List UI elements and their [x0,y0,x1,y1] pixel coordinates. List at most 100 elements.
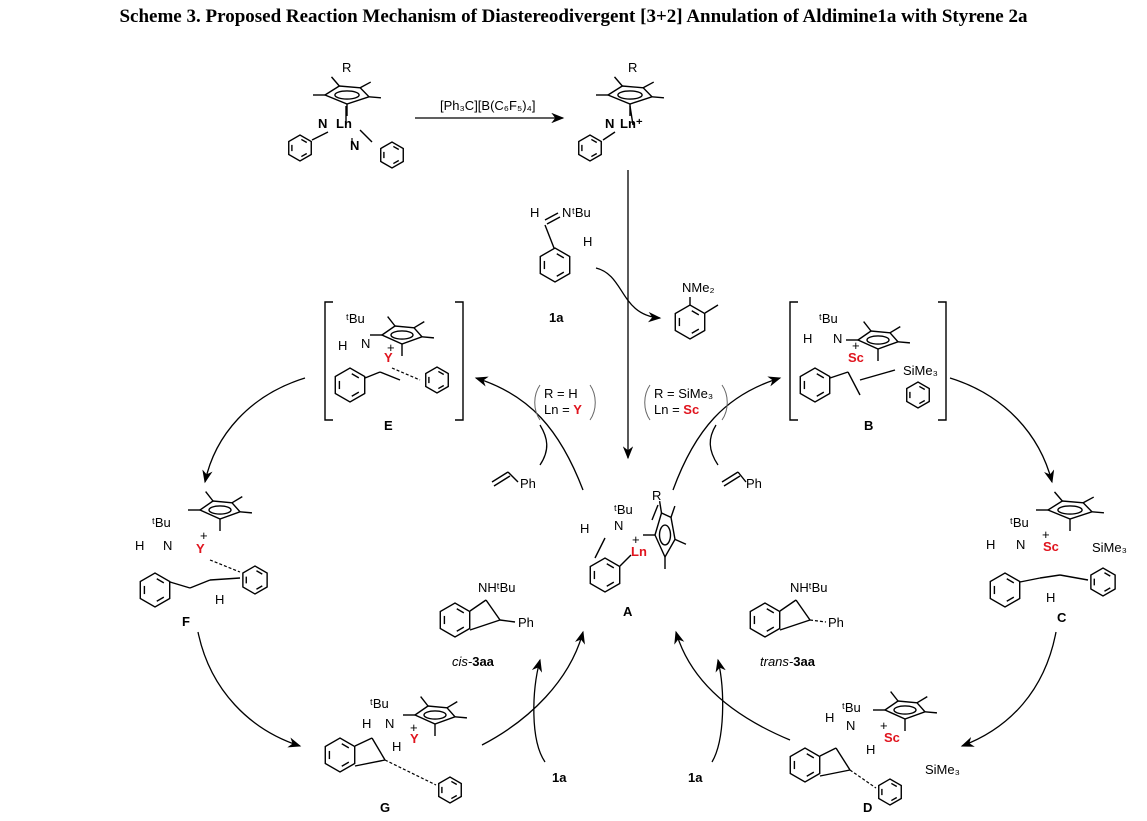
bond [364,371,381,379]
double-bond [341,743,350,749]
double-bond [891,782,898,788]
double-bond [438,384,445,390]
B-H: H [803,331,812,346]
methyl-bond [420,696,429,707]
F-cp [198,500,242,520]
methyl-bond [1053,491,1063,502]
bond [544,224,555,249]
double-bond [1104,572,1111,577]
cp-aromatic-circle [1057,505,1083,515]
methyl-bond [863,321,872,332]
bond [189,579,211,589]
methyl-bond [613,76,623,87]
svg-text:Ln = Y: Ln = Y [544,402,582,417]
bond [779,599,797,612]
double-bond [806,753,815,759]
G-N: N [385,716,394,731]
D-H: H [825,710,834,725]
C-phenyl [1090,567,1116,597]
G-charge: + [410,720,418,735]
methyl-bond [205,491,214,502]
bond [629,105,634,126]
styrene-left-Ph: Ph [520,476,536,491]
C-cp [1046,500,1094,520]
bond [544,212,559,221]
bond [1039,574,1061,579]
double-bond [1006,578,1015,584]
cp-aromatic-circle [866,335,890,345]
E-phenyl [425,366,449,394]
cp-aromatic-circle [893,705,917,715]
C-N: N [1016,537,1025,552]
E-charge: + [387,340,395,355]
1a-tBu: ᵗBu [572,205,591,220]
1a-arene [539,247,571,283]
trans-compound: 3aa [793,654,815,669]
byproduct-arrow [595,267,662,323]
1a-H: H [530,205,539,220]
structure-drawings [139,76,1116,806]
bond [723,475,741,487]
cis-compound: 3aa [472,654,494,669]
double-bond [351,391,360,397]
cond-right-ln-prefix: Ln = [654,402,683,417]
double-bond [816,373,825,379]
cond-right-R: R = SiMe₃ [654,386,713,401]
double-bond [451,780,458,786]
arrow-F-to-G [197,631,302,748]
double-bond [256,585,263,590]
cation-cp [606,85,654,105]
F-metal: Y [196,541,205,556]
double-bond [1006,596,1015,602]
A-R: R [652,488,661,503]
double-bond [341,761,350,767]
E-arene [334,367,366,403]
C-metal: Sc [1043,539,1059,554]
arrow-G-to-A [481,630,585,746]
arrow-A-to-B [672,376,782,491]
methyl-bond [890,691,899,702]
D-phenyl [878,778,902,806]
bond [359,129,373,143]
precursor-arene-left [288,134,312,162]
D-label: D [863,800,872,815]
A-arene [589,557,621,593]
1a-N: N [562,205,571,220]
cond-left-metal: Y [573,402,582,417]
D-tBu: ᵗBu [842,700,861,715]
F-tBu: ᵗBu [152,515,171,530]
1a-H-ortho: H [583,234,592,249]
bond [384,759,437,786]
double-bond [451,794,458,800]
F-label: F [182,614,190,629]
methyl-bond [642,81,655,89]
byproduct-arene [674,304,706,340]
bond [859,369,896,381]
D-metal: Sc [884,730,900,745]
product-out-cis [531,658,546,763]
cond-right-metal: Sc [683,402,699,417]
cp-aromatic-circle [208,505,232,515]
double-bond [766,608,775,614]
bond [391,367,421,381]
double-bond [606,581,615,587]
G-tBu: ᵗBu [370,696,389,711]
B-phenyl [906,381,930,409]
bond [594,537,606,559]
methyl-bond [658,501,663,514]
D-H2: H [866,742,875,757]
bond [546,216,561,225]
A-H: H [580,521,589,536]
F-charge: + [200,528,208,543]
B-tBu: ᵗBu [819,311,838,326]
A-tBu: ᵗBu [614,502,633,517]
bond [779,619,811,631]
methyl-bond [670,505,676,518]
methyl-bond [413,321,425,329]
F-H: H [135,538,144,553]
cis-3aa-label: cis-3aa [452,654,495,669]
F-H2: H [215,592,224,607]
E-tBu: ᵗBu [346,311,365,326]
double-bond [556,271,565,277]
E-metal: Y [384,350,393,365]
